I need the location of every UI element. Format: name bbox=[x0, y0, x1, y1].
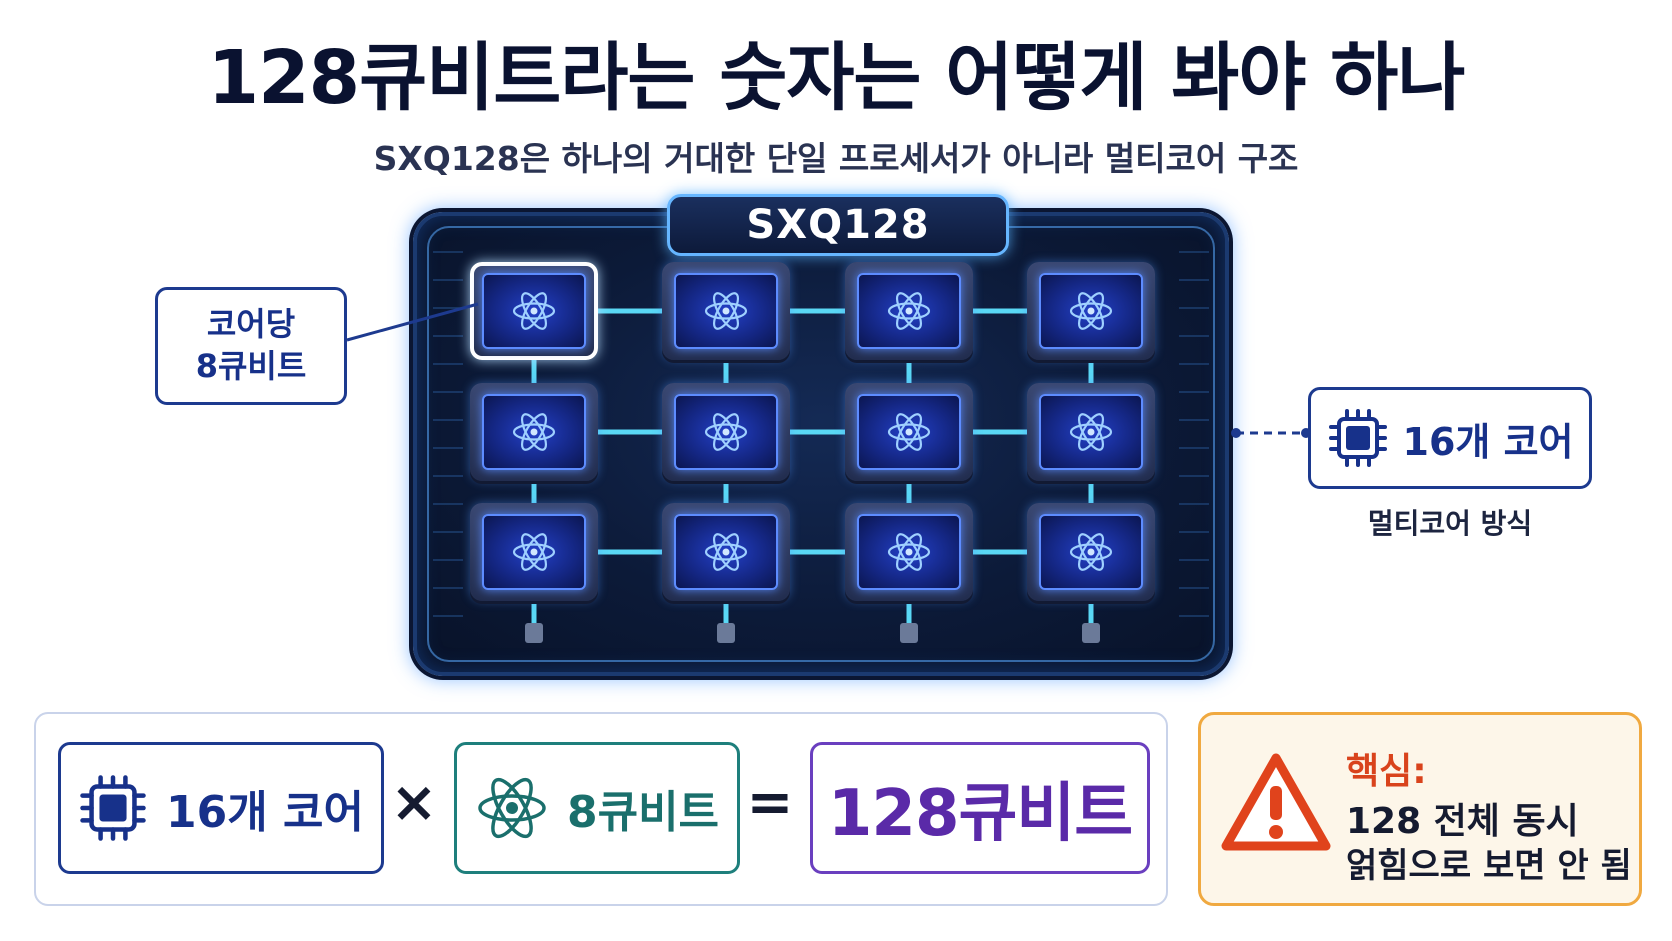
core-screen bbox=[857, 514, 961, 590]
atom-icon bbox=[512, 533, 556, 571]
atom-icon bbox=[512, 292, 556, 330]
equation-qubits-label: 8큐비트 bbox=[566, 787, 720, 838]
atom-icon bbox=[704, 292, 748, 330]
core-pin bbox=[717, 623, 735, 643]
quantum-core bbox=[470, 383, 598, 481]
key-note-line1: 128 전체 동시 bbox=[1346, 801, 1579, 842]
core-screen bbox=[674, 394, 778, 470]
core-screen bbox=[482, 514, 586, 590]
core-pin bbox=[525, 623, 543, 643]
callout-core-count-label: 16개 코어 bbox=[1402, 419, 1574, 464]
core-screen bbox=[482, 394, 586, 470]
atom-icon bbox=[887, 533, 931, 571]
core-pin bbox=[900, 623, 918, 643]
atom-icon bbox=[704, 533, 748, 571]
quantum-core bbox=[470, 503, 598, 601]
equation-times-sign: × bbox=[390, 770, 438, 835]
quantum-core bbox=[662, 383, 790, 481]
callout-per-core-line1: 코어당 bbox=[206, 305, 296, 344]
core-screen bbox=[1039, 394, 1143, 470]
warning-icon bbox=[1221, 753, 1331, 851]
core-screen bbox=[1039, 514, 1143, 590]
page-title: 128큐비트라는 숫자는 어떻게 봐야 하나 bbox=[207, 35, 1466, 121]
equation-total-box: 128큐비트 bbox=[810, 742, 1150, 874]
atom-icon bbox=[1069, 292, 1113, 330]
callout-per-core-qubits: 코어당 8큐비트 bbox=[155, 287, 347, 405]
atom-icon bbox=[704, 413, 748, 451]
core-screen bbox=[674, 273, 778, 349]
quantum-core bbox=[1027, 503, 1155, 601]
quantum-core bbox=[662, 262, 790, 360]
leader-dot-board bbox=[1231, 428, 1241, 438]
quantum-core bbox=[662, 503, 790, 601]
quantum-core bbox=[1027, 383, 1155, 481]
atom-icon bbox=[478, 777, 546, 839]
key-note-heading: 핵심: bbox=[1346, 751, 1427, 792]
atom-icon bbox=[1069, 533, 1113, 571]
quantum-core bbox=[845, 262, 973, 360]
equation-total-label: 128큐비트 bbox=[827, 777, 1133, 851]
equation-qubits-box: 8큐비트 bbox=[454, 742, 740, 874]
core-screen bbox=[857, 394, 961, 470]
processor-name-tab: SXQ128 bbox=[667, 194, 1009, 256]
chip-icon bbox=[1328, 409, 1387, 467]
quantum-core bbox=[470, 262, 598, 360]
atom-icon bbox=[1069, 413, 1113, 451]
atom-icon bbox=[512, 413, 556, 451]
page-subtitle: SXQ128은 하나의 거대한 단일 프로세서가 아니라 멀티코어 구조 bbox=[373, 139, 1299, 178]
quantum-core bbox=[845, 383, 973, 481]
core-screen bbox=[1039, 273, 1143, 349]
core-screen bbox=[674, 514, 778, 590]
quantum-core bbox=[1027, 262, 1155, 360]
core-screen bbox=[857, 273, 961, 349]
core-screen bbox=[482, 273, 586, 349]
equation-equals-sign: = bbox=[746, 770, 794, 835]
atom-icon bbox=[887, 292, 931, 330]
callout-core-count: 16개 코어 bbox=[1308, 387, 1592, 489]
equation-cores-label: 16개 코어 bbox=[166, 787, 364, 838]
callout-multicore-note: 멀티코어 방식 bbox=[1367, 507, 1533, 540]
quantum-core bbox=[845, 503, 973, 601]
atom-icon bbox=[887, 413, 931, 451]
core-pin bbox=[1082, 623, 1100, 643]
key-note-line2: 얽힘으로 보면 안 됨 bbox=[1346, 846, 1632, 886]
chip-icon bbox=[80, 775, 146, 841]
callout-per-core-line2: 8큐비트 bbox=[195, 347, 307, 385]
equation-cores-box: 16개 코어 bbox=[58, 742, 384, 874]
